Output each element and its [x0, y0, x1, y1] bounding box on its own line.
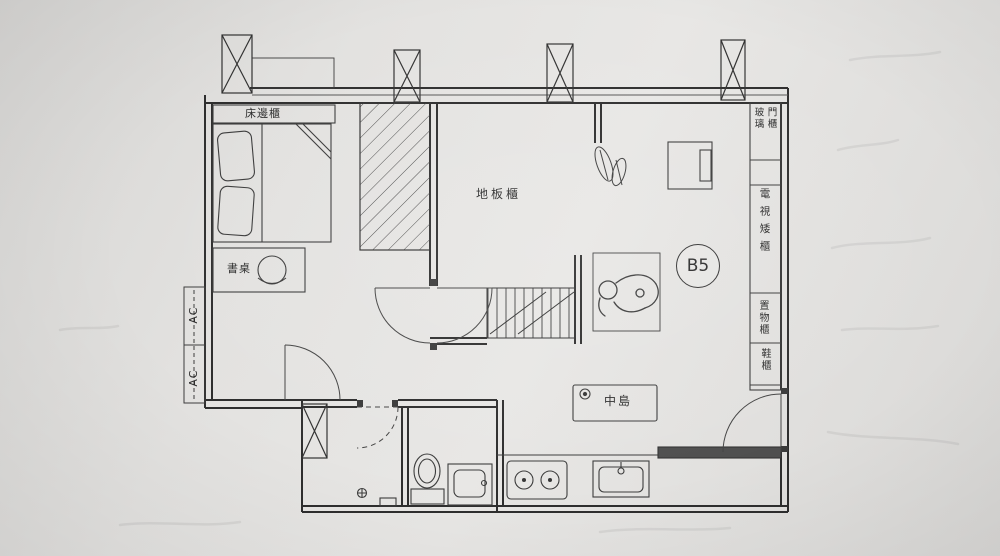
- plant: [594, 146, 627, 187]
- floor-cabinet-label: 地板櫃: [476, 187, 522, 201]
- ac-upper-label: AC: [186, 306, 200, 324]
- kitchen: [497, 446, 782, 500]
- kitchen-island: [572, 384, 658, 422]
- column-bathroom: [301, 403, 328, 459]
- blanket-fold: [295, 123, 332, 160]
- bedside-cabinet-label: 床邊櫃: [245, 107, 281, 120]
- unit-label: B5: [686, 256, 710, 276]
- shower-drain: [356, 487, 397, 507]
- column-top-right: [720, 39, 746, 101]
- daybed: [592, 252, 661, 332]
- corridor-door-right: [436, 287, 493, 344]
- right-cabinet-run: [749, 102, 782, 391]
- shoe-cabinet-label: 鞋櫃: [759, 348, 770, 372]
- ac-lower-label: AC: [186, 369, 200, 387]
- bedroom-door: [284, 344, 341, 401]
- wall-fills: [357, 279, 788, 452]
- stove: [506, 460, 568, 500]
- pillow: [217, 185, 255, 237]
- bedroom-furniture: [212, 104, 336, 293]
- kitchen-sink: [592, 460, 650, 498]
- structural-columns: [221, 34, 746, 459]
- person-figure: [598, 274, 659, 317]
- storage-cabinet-label: 置物櫃: [757, 300, 768, 336]
- corridor-door-left: [374, 287, 431, 344]
- island-label: 中島: [604, 394, 633, 408]
- doors: [284, 287, 782, 453]
- wardrobe-hatch: [359, 102, 431, 251]
- unit-badge: B5: [676, 244, 720, 288]
- toilet: [410, 453, 445, 505]
- glass-cabinet-label-col1: 玻璃: [752, 107, 764, 130]
- study-desk-left: [212, 247, 306, 293]
- pillow: [217, 130, 255, 182]
- bed: [212, 123, 332, 243]
- bathroom-door: [356, 406, 399, 449]
- window-band: [251, 57, 788, 96]
- counter-dark-top: [657, 446, 782, 459]
- paper-bleed-through: [58, 50, 960, 534]
- column-top-mid-left: [393, 49, 421, 103]
- bathroom-vanity: [447, 463, 493, 506]
- ac-ledge: [183, 286, 206, 404]
- desk-label: 書桌: [227, 262, 251, 275]
- living-furniture: [572, 141, 713, 422]
- study-desk-right: [667, 141, 713, 190]
- bathroom: [356, 453, 493, 507]
- glass-cabinet-label-col2: 門櫃: [765, 107, 777, 130]
- storage-hatch: [486, 287, 576, 339]
- column-top-left: [221, 34, 253, 94]
- bedside-cabinet: [212, 104, 336, 124]
- desk-chair: [257, 255, 287, 285]
- tv-cabinet-label: 電視矮櫃: [758, 188, 771, 258]
- walls: [204, 87, 789, 513]
- column-top-mid-right: [546, 43, 574, 103]
- burner: [514, 470, 534, 490]
- burner: [540, 470, 560, 490]
- entry-door: [722, 393, 782, 453]
